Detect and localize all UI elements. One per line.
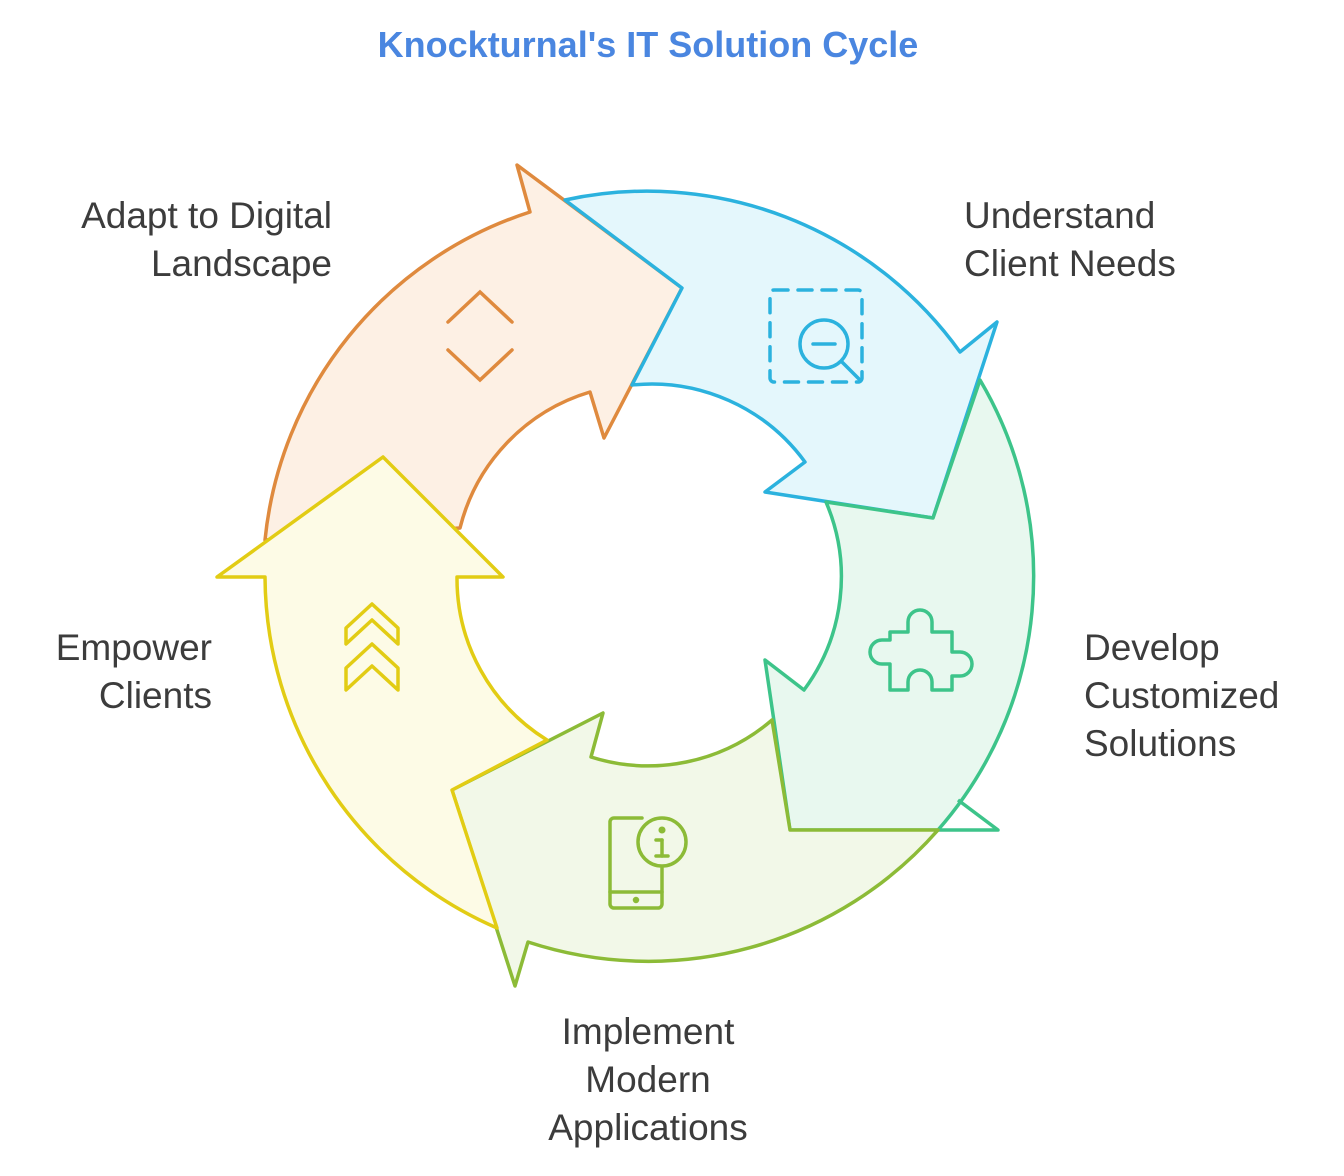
cycle-arrow-adapt (263, 163, 684, 542)
cycle-arrow-understand (563, 189, 999, 520)
cycle-arrow-empower (215, 455, 549, 930)
cycle-arrow-implement (450, 711, 940, 988)
step-label-develop: Develop Customized Solutions (1084, 627, 1280, 764)
step-label-adapt: Adapt to Digital Landscape (81, 195, 332, 284)
diamond-icon (446, 289, 514, 383)
puzzle-icon (868, 608, 974, 692)
diagram-title: Knockturnal's IT Solution Cycle (377, 24, 919, 65)
magnifier-icon (768, 288, 864, 384)
cycle-arrowhead-develop (938, 798, 1000, 832)
step-label-understand: Understand Client Needs (964, 195, 1176, 284)
chevrons-up-icon (344, 602, 400, 692)
step-label-empower: Empower Clients (55, 627, 212, 716)
step-label-implement: Implement Modern Applications (548, 1011, 748, 1148)
mobile-info-icon (608, 816, 688, 910)
cycle-arrow-develop (763, 378, 1036, 832)
